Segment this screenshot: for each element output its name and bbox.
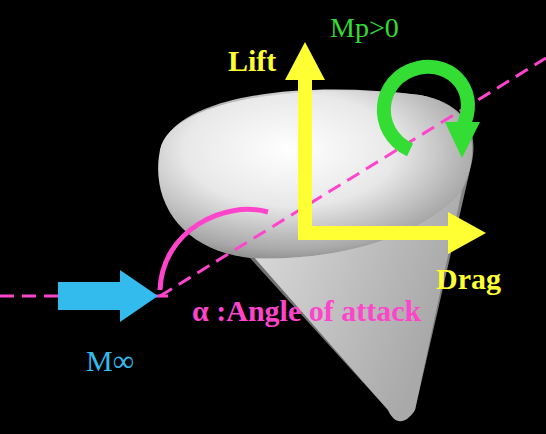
moment-arrowhead xyxy=(445,122,480,158)
angle-label: α :Angle of attack xyxy=(192,296,421,326)
drag-arrow xyxy=(298,212,486,254)
body-axis xyxy=(160,58,546,296)
lift-label: Lift xyxy=(228,46,276,76)
freestream-arrow xyxy=(58,270,158,322)
drag-label: Drag xyxy=(436,264,501,294)
mach-label: M∞ xyxy=(86,346,134,376)
moment-label: Mp>0 xyxy=(330,14,399,42)
lift-arrow xyxy=(285,42,325,240)
angle-arc xyxy=(160,209,268,290)
